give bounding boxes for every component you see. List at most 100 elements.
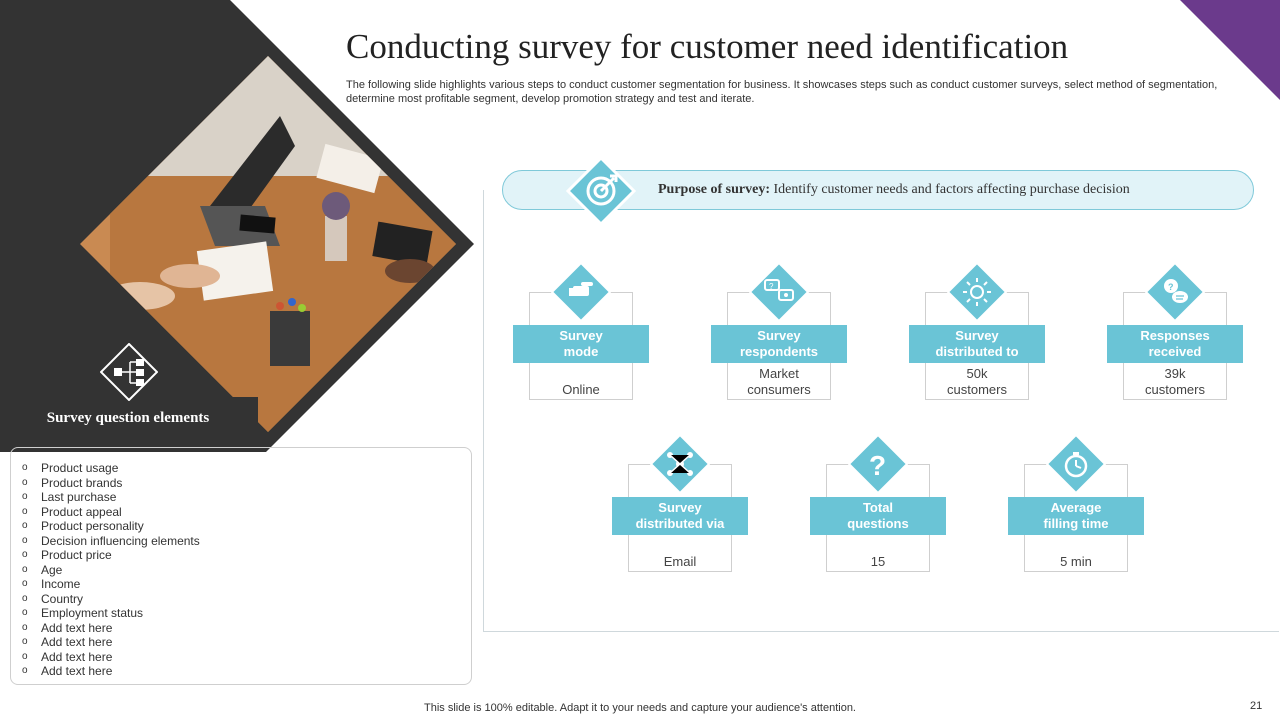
question-element-item: o Product brands <box>22 476 200 491</box>
section-label: Survey question elements <box>46 410 210 426</box>
question-element-label: Product price <box>41 548 112 562</box>
bullet-icon: o <box>22 607 28 618</box>
stat-title-line: respondents <box>739 344 818 359</box>
meeting-photo <box>80 56 456 432</box>
target-reach-icon <box>947 262 1007 322</box>
stat-title-line: filling time <box>1043 516 1109 531</box>
stat-value: 5 min <box>1024 554 1128 570</box>
question-element-label: Add text here <box>41 635 113 649</box>
question-element-item: o Employment status <box>22 606 200 621</box>
stat-value: 15 <box>826 554 930 570</box>
stat-value-line: consumers <box>747 382 811 397</box>
pointing-hand-icon <box>551 262 611 322</box>
network-people-icon <box>650 434 710 494</box>
question-element-label: Add text here <box>41 664 113 678</box>
chat-users-icon: ? <box>749 262 809 322</box>
stat-value-line: Online <box>562 382 600 397</box>
stat-title-line: distributed to <box>935 344 1019 359</box>
stat-title-line: Survey <box>559 328 603 343</box>
footer-note: This slide is 100% editable. Adapt it to… <box>424 702 856 714</box>
stat-value-line: Email <box>663 554 697 569</box>
purpose-text: Identify customer needs and factors affe… <box>773 182 1130 197</box>
stat-value: Email <box>628 554 732 570</box>
stat-title-line: received <box>1148 344 1202 359</box>
bullet-icon: o <box>22 520 28 531</box>
section-label-band <box>0 397 258 439</box>
stat-value-line: 50k <box>966 366 988 381</box>
stat-value-line: Market <box>759 366 799 381</box>
bullet-icon: o <box>22 665 28 676</box>
svg-text:?: ? <box>769 282 774 291</box>
bullet-icon: o <box>22 578 28 589</box>
stat-title-line: Survey <box>658 500 702 515</box>
question-element-item: o Add text here <box>22 635 200 650</box>
question-element-item: o Add text here <box>22 664 200 679</box>
svg-text:?: ? <box>1168 282 1174 292</box>
bullet-icon: o <box>22 563 28 575</box>
page-number: 21 <box>1250 700 1263 712</box>
question-element-item: o Product appeal <box>22 505 200 520</box>
bullet-icon: o <box>22 462 28 473</box>
stat-value-line: customers <box>947 382 1007 397</box>
page-subtitle: The following slide highlights various s… <box>346 79 1218 105</box>
bullet-icon: o <box>22 549 28 560</box>
stat-title-line: Total <box>862 500 894 515</box>
bullet-icon: o <box>22 636 28 647</box>
stat-title-line: distributed via <box>635 516 725 531</box>
stopwatch-icon <box>1046 434 1106 494</box>
stat-value-line: 5 min <box>1060 554 1092 569</box>
question-mark-icon: ? <box>848 434 908 494</box>
question-element-item: o Country <box>22 592 200 607</box>
question-element-item: o Product usage <box>22 461 200 476</box>
purple-corner-decor <box>1180 0 1280 100</box>
page-title: Conducting survey for customer need iden… <box>346 27 1069 66</box>
survey-panel-frame <box>483 190 1279 632</box>
hierarchy-icon <box>100 343 158 401</box>
question-element-label: Add text here <box>41 620 113 635</box>
bullet-icon: o <box>22 476 28 488</box>
bullet-icon: o <box>22 505 28 517</box>
stat-title-line: Responses <box>1140 328 1210 343</box>
bullet-icon: o <box>22 621 28 633</box>
question-element-item: o Add text here <box>22 621 200 636</box>
stat-title-line: Survey <box>757 328 801 343</box>
bullet-icon: o <box>22 592 28 604</box>
question-element-label: Decision influencing elements <box>41 533 200 548</box>
bullet-icon: o <box>22 650 28 662</box>
question-element-item: o Product price <box>22 548 200 563</box>
question-element-label: Country <box>41 591 84 606</box>
purpose-statement: Purpose of survey: Identify customer nee… <box>658 182 1130 198</box>
svg-text:?: ? <box>869 450 886 481</box>
stat-value: Online <box>529 382 633 398</box>
stat-title-line: questions <box>847 516 909 531</box>
stat-value-line: 15 <box>870 554 886 569</box>
target-icon <box>566 156 636 226</box>
question-element-label: Last purchase <box>41 490 117 504</box>
stat-title-line: mode <box>563 344 599 359</box>
stat-title-line: Average <box>1050 500 1102 515</box>
question-element-label: Product brands <box>41 475 123 490</box>
stat-value-line: 39k <box>1164 366 1186 381</box>
question-element-label: Product usage <box>41 461 119 475</box>
question-element-item: o Income <box>22 577 200 592</box>
question-element-label: Employment status <box>41 606 144 620</box>
question-elements-box <box>10 447 472 685</box>
question-element-item: o Age <box>22 563 200 578</box>
question-element-label: Age <box>41 562 63 577</box>
question-element-label: Product appeal <box>41 504 122 519</box>
question-element-label: Income <box>41 577 81 591</box>
stat-title-line: Survey <box>955 328 999 343</box>
